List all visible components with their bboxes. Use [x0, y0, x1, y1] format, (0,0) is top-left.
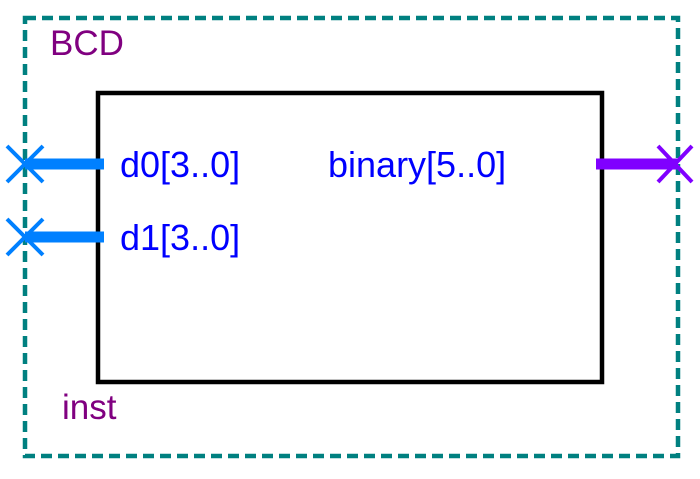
port-label-d0: d0[3..0]: [120, 144, 240, 185]
output-pin-marker-icon: [656, 144, 694, 184]
port-label-binary: binary[5..0]: [328, 144, 506, 185]
instance-name: inst: [62, 388, 117, 427]
input-port-d0[interactable]: d0[3..0]: [5, 144, 240, 185]
output-port-binary[interactable]: binary[5..0]: [328, 144, 694, 185]
component-body[interactable]: [95, 90, 605, 385]
input-pin-marker-icon: [5, 144, 45, 184]
input-pin-marker-icon: [5, 217, 45, 257]
symbol-name: BCD: [50, 24, 124, 63]
port-label-d1: d1[3..0]: [120, 217, 240, 258]
input-port-d1[interactable]: d1[3..0]: [5, 217, 240, 258]
